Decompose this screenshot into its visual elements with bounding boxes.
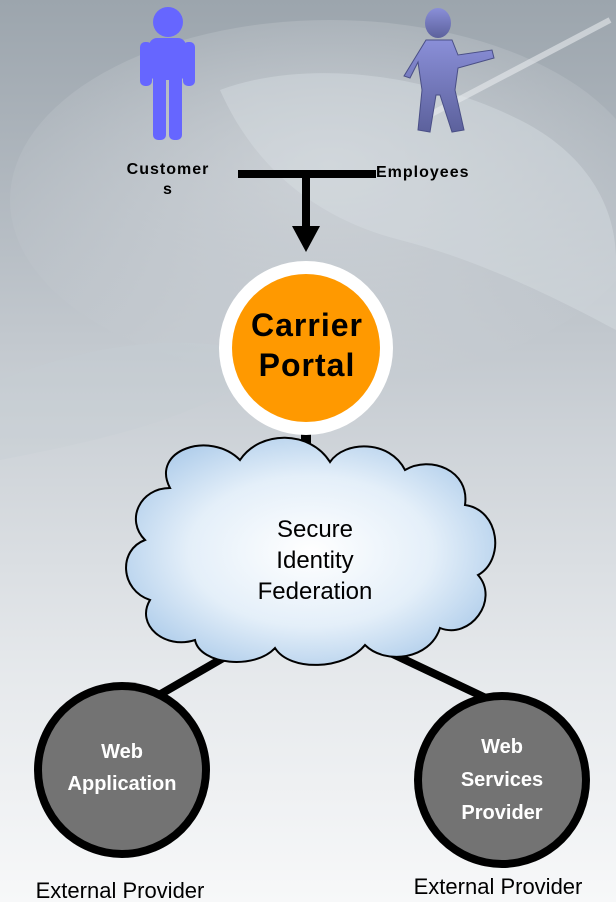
external-provider-caption-left: External Provider [35, 878, 205, 902]
customer-figure-icon [140, 7, 195, 140]
web-services-label: Web Services Provider [460, 736, 544, 824]
web-application-label: Web Application [67, 741, 177, 795]
web-application-node [34, 682, 210, 858]
web-services-node [414, 692, 590, 868]
employee-figure-icon [403, 8, 495, 133]
federation-cloud [125, 436, 497, 666]
external-provider-caption-right: External Provider [413, 874, 583, 899]
federation-label: Secure Identity Federation [257, 516, 373, 605]
actors-connector [238, 170, 376, 252]
customers-label: Customer s [126, 161, 210, 198]
carrier-portal-node [219, 261, 393, 435]
employees-label: Employees [376, 164, 470, 181]
carrier-portal-label: Carrier Portal [251, 307, 363, 383]
